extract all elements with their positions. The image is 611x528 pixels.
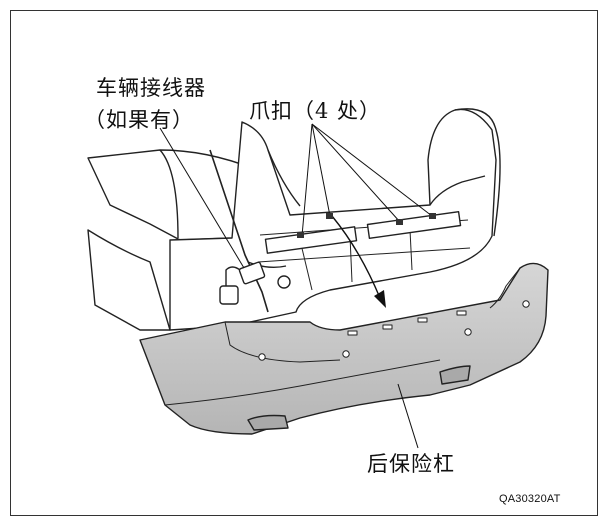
rear-bumper	[139, 262, 549, 435]
clip-markers	[297, 213, 436, 238]
rear-bumper-label: 后保险杠	[367, 452, 455, 476]
removal-arrow	[331, 215, 386, 308]
leader-lines	[159, 123, 433, 449]
clips-label: 爪扣（4 处）	[249, 99, 382, 123]
figure-code: QA30320AT	[499, 493, 561, 505]
vehicle-body	[87, 108, 501, 331]
vehicle-connector-note: （如果有）	[84, 108, 194, 132]
vehicle-connector-label: 车辆接线器	[96, 76, 206, 100]
